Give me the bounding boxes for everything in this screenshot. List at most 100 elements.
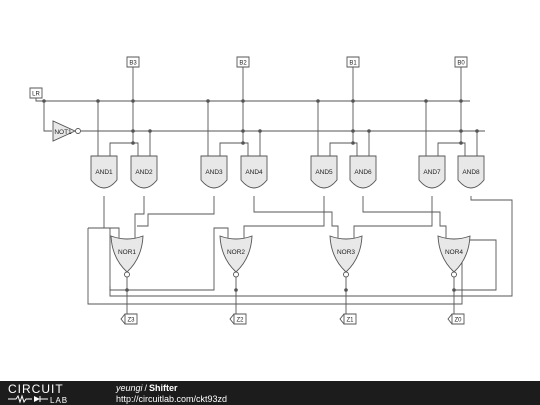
junction-dot	[131, 99, 135, 103]
output-pin-z2[interactable]: Z2	[229, 313, 247, 325]
junction-dot	[241, 129, 245, 133]
lr-to-not	[43, 101, 52, 132]
junction-dot	[131, 141, 135, 145]
junction-dot	[367, 129, 371, 133]
circuit-url[interactable]: http://circuitlab.com/ckt93zd	[116, 394, 228, 404]
gate-label: AND3	[205, 169, 223, 176]
wires	[35, 67, 513, 314]
junction-dot	[131, 129, 135, 133]
author-line: yeungi/Shifter	[116, 383, 178, 393]
junction-dot	[344, 288, 348, 292]
and4-out	[253, 196, 339, 239]
junction-dot	[424, 99, 428, 103]
and-input	[437, 142, 461, 156]
inversion-bubble	[343, 271, 349, 278]
input-pin-b2[interactable]: B2	[236, 56, 250, 68]
and6-out	[362, 196, 447, 239]
junction-dot	[96, 99, 100, 103]
and-input	[133, 142, 139, 156]
nor-gate[interactable]: NOR2	[219, 235, 253, 278]
pin-label: B0	[457, 61, 465, 67]
junction-dot	[459, 129, 463, 133]
circuit-title[interactable]: Shifter	[149, 383, 178, 393]
and-gate[interactable]: AND5	[310, 155, 338, 189]
nor-gate[interactable]: NOR1	[110, 235, 144, 278]
input-pin-b3[interactable]: B3	[126, 56, 140, 68]
pin-label: Z2	[236, 318, 244, 324]
and5-out	[243, 196, 325, 238]
pin-label: B1	[349, 61, 357, 67]
gate-label: AND6	[354, 169, 372, 176]
and2-out	[134, 196, 145, 238]
output-pin-z3[interactable]: Z3	[120, 313, 138, 325]
gate-label: AND4	[245, 169, 263, 176]
junctions	[42, 99, 479, 292]
input-pin-lr[interactable]: LR	[29, 87, 43, 99]
author-link[interactable]: yeungi	[116, 383, 143, 393]
junction-dot	[475, 129, 479, 133]
junction-dot	[351, 141, 355, 145]
footer-bar: CIRCUIT LAB yeungi/Shifter http://circui…	[0, 381, 540, 405]
and-input	[219, 142, 243, 156]
and-input	[109, 142, 133, 156]
junction-dot	[351, 129, 355, 133]
gate-label: AND2	[135, 169, 153, 176]
and-gate[interactable]: AND4	[240, 155, 268, 189]
gate-label: NOR3	[337, 249, 355, 256]
and-gate[interactable]: AND6	[349, 155, 377, 189]
pin-label: B3	[129, 61, 137, 67]
gate-label: NOR1	[118, 249, 136, 256]
nor1-in	[88, 227, 120, 239]
pin-label: Z1	[346, 318, 354, 324]
pin-label: Z3	[127, 318, 135, 324]
gate-label: AND7	[423, 169, 441, 176]
logo-top-text: CIRCUIT	[8, 382, 64, 396]
gate-label: NOR4	[445, 249, 463, 256]
and-gate[interactable]: AND2	[130, 155, 158, 189]
and-input	[329, 142, 353, 156]
inversion-bubble	[124, 271, 130, 278]
gate-label: AND8	[462, 169, 480, 176]
junction-dot	[125, 288, 129, 292]
and8-out	[109, 196, 513, 297]
output-pin-z1[interactable]: Z1	[339, 313, 357, 325]
logo-bottom-text: LAB	[50, 396, 68, 404]
junction-dot	[241, 141, 245, 145]
and3-out	[137, 196, 215, 227]
junction-dot	[452, 288, 456, 292]
wrap-wire	[87, 228, 463, 305]
gate-label: AND1	[95, 169, 113, 176]
and-input	[243, 142, 249, 156]
and-gate[interactable]: AND8	[457, 155, 485, 189]
and-gate[interactable]: AND3	[200, 155, 228, 189]
circuitlab-logo: CIRCUIT LAB	[8, 382, 68, 404]
path-separator: /	[144, 383, 148, 393]
gate-label: NOT1	[54, 129, 72, 136]
inversion-bubble	[233, 271, 239, 278]
junction-dot	[206, 99, 210, 103]
input-pin-b0[interactable]: B0	[454, 56, 468, 68]
junction-dot	[459, 99, 463, 103]
inversion-bubble	[75, 128, 81, 134]
and-gate[interactable]: AND1	[90, 155, 118, 189]
pin-label: Z0	[454, 318, 462, 324]
junction-dot	[234, 288, 238, 292]
output-pin-z0[interactable]: Z0	[447, 313, 465, 325]
junction-dot	[459, 141, 463, 145]
lr-rail	[35, 98, 470, 102]
nor-gate[interactable]: NOR3	[329, 235, 363, 278]
and7-out	[353, 196, 433, 238]
and-gate[interactable]: AND7	[418, 155, 446, 189]
input-pin-b1[interactable]: B1	[346, 56, 360, 68]
not-gate[interactable]: NOT1	[52, 120, 81, 142]
inversion-bubble	[451, 271, 457, 278]
junction-dot	[42, 99, 46, 103]
junction-dot	[148, 129, 152, 133]
nor-gate[interactable]: NOR4	[437, 235, 471, 278]
junction-dot	[351, 99, 355, 103]
and-input	[353, 142, 358, 156]
nor4-in	[454, 239, 497, 291]
